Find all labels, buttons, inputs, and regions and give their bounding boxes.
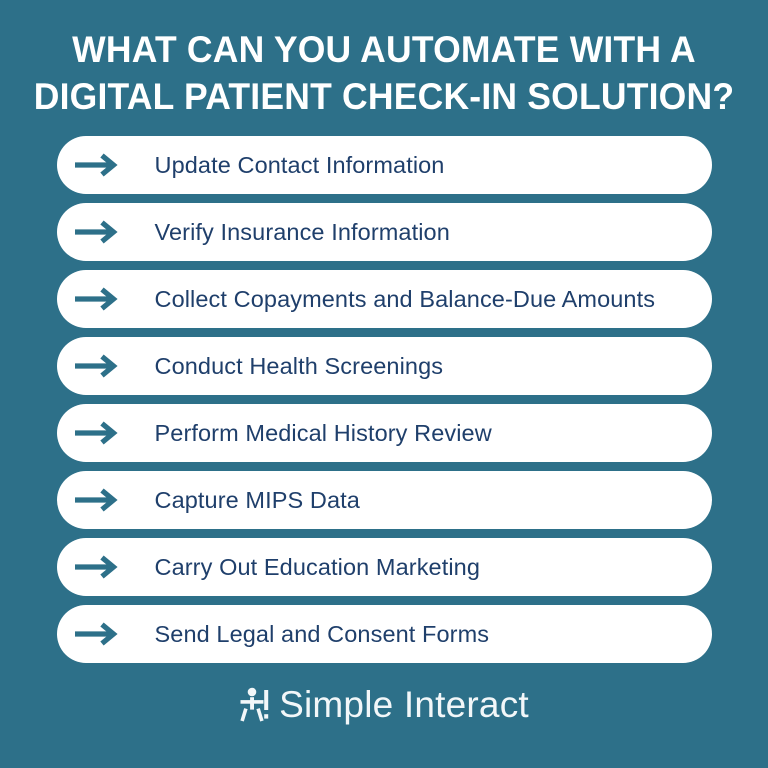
arrow-right-icon	[74, 554, 121, 580]
list-item[interactable]: Conduct Health Screenings	[56, 337, 712, 395]
list-item-label: Capture MIPS Data	[154, 486, 360, 513]
list-item[interactable]: Verify Insurance Information	[56, 203, 712, 261]
arrow-right-icon	[74, 420, 121, 446]
list-item[interactable]: Perform Medical History Review	[56, 404, 712, 462]
arrow-right-icon	[74, 621, 121, 647]
list-item-label: Conduct Health Screenings	[154, 352, 444, 379]
arrow-right-icon	[74, 286, 121, 312]
brand-footer: Simple Interact	[239, 685, 529, 725]
list-item-label: Send Legal and Consent Forms	[154, 620, 490, 647]
list-item[interactable]: Collect Copayments and Balance-Due Amoun…	[56, 270, 712, 328]
list-item[interactable]: Send Legal and Consent Forms	[56, 605, 712, 663]
arrow-right-icon	[74, 219, 121, 245]
list-item-label: Verify Insurance Information	[154, 218, 450, 245]
automation-list: Update Contact Information Verify Insura…	[56, 136, 712, 663]
brand-name: Simple Interact	[279, 684, 529, 725]
arrow-right-icon	[74, 353, 121, 379]
arrow-right-icon	[74, 152, 121, 178]
list-item[interactable]: Capture MIPS Data	[56, 471, 712, 529]
brand-logo	[239, 686, 269, 724]
list-item-label: Carry Out Education Marketing	[154, 553, 481, 580]
list-item-label: Collect Copayments and Balance-Due Amoun…	[154, 285, 656, 312]
list-item-label: Perform Medical History Review	[154, 419, 492, 446]
arrow-right-icon	[74, 487, 121, 513]
list-item[interactable]: Carry Out Education Marketing	[56, 538, 712, 596]
title-line-2: DIGITAL PATIENT CHECK-IN SOLUTION?	[33, 76, 735, 117]
list-item-label: Update Contact Information	[154, 151, 445, 178]
person-figure-icon	[240, 687, 269, 722]
title-line-1: WHAT CAN YOU AUTOMATE WITH A	[72, 29, 696, 70]
page-title: WHAT CAN YOU AUTOMATE WITH A DIGITAL PAT…	[0, 0, 768, 120]
list-item[interactable]: Update Contact Information	[56, 136, 712, 194]
